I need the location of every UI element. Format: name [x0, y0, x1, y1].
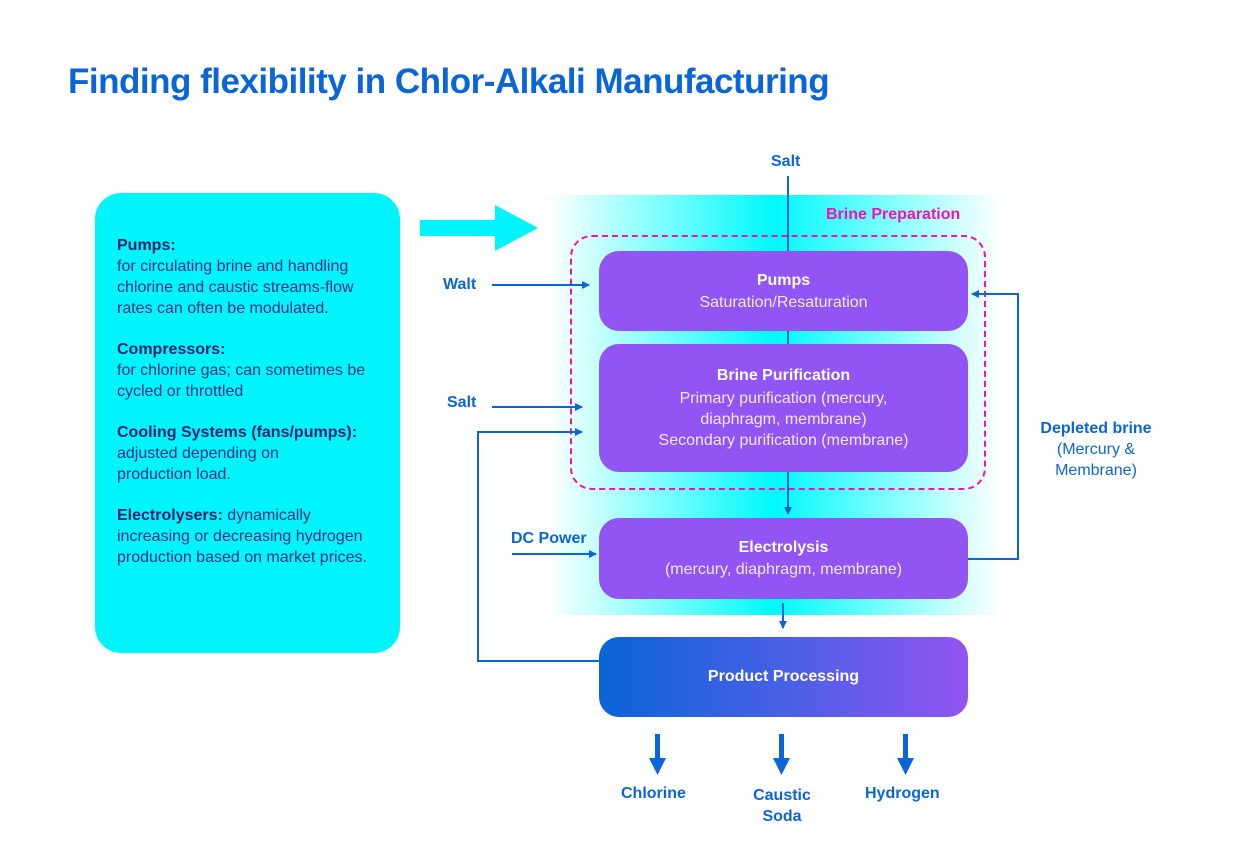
chlorine-output-arrow: [649, 734, 666, 775]
flexibility-info-box: Pumps: for circulating brine and handlin…: [95, 193, 400, 653]
info-item-heading: Electrolysers:: [117, 507, 223, 524]
process-subtitle: (mercury, diaphragm, membrane): [664, 561, 903, 578]
info-item-cooling-systems: Cooling Systems (fans/pumps): adjusted d…: [117, 422, 390, 485]
top-salt-label: Salt: [771, 153, 801, 170]
info-item-heading: Compressors:: [117, 341, 226, 358]
process-brine-purification: Brine Purification Primary purification …: [599, 344, 968, 472]
info-item-compressors: Compressors: for chlorine gas; can somet…: [117, 339, 390, 402]
chlorine-output-label: Chlorine: [621, 785, 686, 802]
walt-label: Walt: [443, 276, 477, 293]
process-subtitle: Secondary purification (membrane): [658, 432, 909, 449]
info-item-text: dynamically increasing or decreasing hyd…: [117, 507, 367, 566]
depleted-brine-label: Depleted brine (Mercury & Membrane): [1030, 418, 1162, 481]
process-title: Brine Purification: [716, 367, 851, 384]
info-item-text: for circulating brine and handling chlor…: [117, 258, 354, 317]
info-item-text: adjusted depending on production load.: [117, 443, 317, 485]
depleted-brine-subtitle: Membrane): [1055, 462, 1137, 479]
depleted-brine-title: Depleted brine: [1040, 420, 1152, 437]
process-electrolysis: Electrolysis (mercury, diaphragm, membra…: [599, 518, 968, 599]
brine-preparation-label: Brine Preparation: [826, 206, 961, 223]
info-item-heading: Cooling Systems (fans/pumps):: [117, 424, 358, 441]
process-title: Electrolysis: [738, 539, 829, 556]
process-title: Product Processing: [707, 668, 860, 685]
process-subtitle: Primary purification (mercury,: [679, 390, 888, 407]
info-item-electrolysers: Electrolysers: dynamically increasing or…: [117, 505, 377, 568]
caustic-soda-output-label: Caustic Soda: [742, 785, 822, 827]
info-item-text: for chlorine gas; can sometimes be cycle…: [117, 362, 366, 400]
hydrogen-output-label: Hydrogen: [865, 785, 940, 802]
info-item-text-content: adjusted depending on production load.: [117, 445, 279, 483]
caustic-soda-line: Caustic: [753, 787, 811, 804]
process-pumps: Pumps Saturation/Resaturation: [599, 251, 968, 331]
process-subtitle: Saturation/Resaturation: [699, 293, 868, 311]
caustic-soda-line: Soda: [762, 808, 802, 825]
dc-power-label: DC Power: [511, 530, 587, 547]
big-arrow-icon: [420, 205, 538, 251]
hydrogen-output-arrow: [897, 734, 914, 775]
depleted-brine-subtitle: (Mercury &: [1056, 441, 1136, 458]
caustic-soda-output-arrow: [773, 734, 790, 775]
salt-label: Salt: [447, 394, 477, 411]
info-item-pumps: Pumps: for circulating brine and handlin…: [117, 235, 390, 319]
page-title: Finding flexibility in Chlor-Alkali Manu…: [68, 62, 830, 101]
process-subtitle: diaphragm, membrane): [700, 411, 867, 428]
process-title: Pumps: [756, 271, 811, 289]
info-item-heading: Pumps:: [117, 237, 176, 254]
process-product-processing: Product Processing: [599, 637, 968, 717]
